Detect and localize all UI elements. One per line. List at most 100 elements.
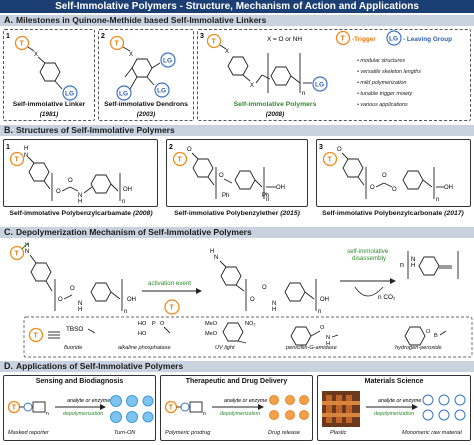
section-d-heading: D.Applications of Self-Immolative Polyme… — [0, 361, 474, 372]
polymer-1-box — [3, 139, 158, 207]
section-c-title: Depolymerization Mechanism of Self-Immol… — [16, 227, 252, 237]
svg-text:MeO: MeO — [205, 331, 218, 337]
legend-trigger: T -Trigger — [335, 30, 376, 46]
svg-text:-Trigger: -Trigger — [352, 36, 376, 43]
bullet-1: • versatile skeleton lengths — [357, 69, 421, 75]
trigger-phosphatase: HO P O HO — [138, 321, 171, 337]
svg-text:T: T — [169, 405, 174, 412]
milestone-2-num: 2 — [101, 33, 105, 40]
plastic-image — [322, 391, 360, 427]
milestone-2-label: Self-immolative Dendrons — [104, 101, 188, 108]
svg-text:n: n — [122, 199, 125, 205]
polymer-2-caption: Self-immolative Polybenzylether (2015) — [163, 210, 311, 217]
section-c-heading: C.Depolymerization Mechanism of Self-Imm… — [0, 227, 474, 238]
svg-text:1: 1 — [6, 144, 10, 151]
section-a-title: Milestones in Quinone-Methide based Self… — [16, 15, 267, 25]
svg-text:MeO: MeO — [205, 321, 218, 327]
svg-text:H: H — [78, 307, 82, 313]
svg-text:LG: LG — [157, 88, 166, 95]
svg-text:HO: HO — [138, 321, 147, 327]
trigger-amidase: O N H — [290, 325, 339, 347]
polymer-1-year: (2008) — [132, 210, 153, 217]
svg-text:N: N — [411, 257, 415, 263]
polymer-3-year: (2017) — [444, 210, 464, 217]
x-definition: X = O or NH — [267, 36, 302, 43]
milestone-3-label: Self-immolative Polymers — [233, 101, 317, 108]
card-therapeutic-title: Therapeutic and Drug Delivery — [185, 378, 288, 385]
polymer-2-box — [166, 139, 308, 207]
section-b-letter: B. — [4, 125, 13, 135]
polymer-1-label: Self-immolative Polybenzylcarbamate — [9, 210, 132, 217]
svg-text:O: O — [68, 178, 73, 184]
svg-text:X: X — [34, 52, 38, 58]
card-materials-left-caption: Plastic — [330, 430, 347, 436]
svg-text:T: T — [12, 405, 17, 412]
disassembly-label-1: self-immolative — [347, 248, 389, 255]
card-sensing-title: Sensing and Biodiagnosis — [35, 378, 124, 385]
svg-text:O: O — [320, 325, 325, 331]
trigger-label-fluoride: fluoride — [64, 345, 83, 351]
svg-text:T: T — [15, 251, 20, 258]
trigger-uv-light: MeO MeO NO₂ — [205, 321, 256, 344]
svg-text:TBSO: TBSO — [66, 326, 83, 333]
polymer-3-box — [316, 139, 471, 207]
card-sensing-right-caption: Turn-ON — [114, 430, 136, 436]
svg-text:O: O — [70, 286, 75, 292]
dendron-structure: T X LG LG LG — [109, 35, 176, 101]
starting-polymer: T H N O O N H n OH — [9, 242, 136, 315]
milestone-1-label: Self-immolative Linker — [12, 101, 86, 108]
svg-text:H: H — [24, 146, 28, 152]
application-card-sensing — [3, 375, 156, 441]
svg-text:N: N — [326, 335, 330, 341]
milestone-3-num: 3 — [200, 33, 204, 40]
svg-text:N: N — [78, 193, 82, 199]
svg-text:3: 3 — [319, 144, 323, 151]
svg-text:OH: OH — [320, 297, 329, 303]
section-b-title: Structures of Self-Immolative Polymers — [16, 125, 175, 135]
milestone-3-year: (2008) — [265, 111, 285, 118]
polybenzylether-structure: 2 T O O Ph n Ph OH — [169, 144, 285, 203]
application-card-therapeutic — [160, 375, 313, 441]
svg-text:O: O — [160, 321, 165, 327]
svg-text:depolymerization: depolymerization — [63, 411, 103, 417]
svg-text:n: n — [318, 309, 321, 315]
svg-text:O: O — [56, 189, 61, 195]
milestone-1-box — [3, 29, 95, 121]
bullet-3: • tunable trigger moiety — [357, 91, 413, 97]
monomer-icon — [422, 394, 466, 421]
activation-label: activation event — [148, 280, 191, 287]
polybenzylcarbamate-structure: 1 T H N O O N H n OH — [6, 144, 132, 205]
svg-text:n: n — [203, 411, 206, 417]
section-a-letter: A. — [4, 15, 13, 25]
trigger-label-amidase: penicillin-G-amidase — [286, 345, 337, 351]
section-d-letter: D. — [4, 361, 13, 371]
trigger-fluoride: TBSO — [66, 326, 96, 334]
masked-reporter-icon: T n — [7, 400, 49, 417]
svg-text:N: N — [24, 153, 28, 159]
activated-polymer: H N O O N H n OH — [210, 249, 329, 315]
svg-text:T: T — [341, 36, 346, 43]
svg-text:Ph: Ph — [262, 193, 269, 199]
svg-text:X: X — [225, 49, 229, 55]
milestone-2-year: (2003) — [136, 111, 156, 118]
trigger-peroxide: O B — [404, 326, 447, 346]
section-d: Sensing and Biodiagnosis Therapeutic and… — [0, 373, 474, 445]
turn-on-icon — [110, 395, 154, 423]
section-c: T H N O O N H n OH activation event T — [0, 239, 474, 359]
svg-text:P: P — [152, 321, 156, 327]
svg-text:NO₂: NO₂ — [245, 321, 256, 327]
co2-label: n CO₂ — [378, 294, 396, 301]
disassembly-label-2: disassembly — [352, 255, 387, 262]
svg-text:O: O — [58, 297, 63, 303]
svg-text:n: n — [124, 309, 127, 315]
svg-text:T: T — [178, 157, 183, 164]
polybenzylcarbonate-structure: 3 T O O O O n OH — [319, 144, 453, 203]
svg-text:LG: LG — [389, 36, 398, 43]
svg-text:OH: OH — [123, 187, 132, 193]
svg-text:T: T — [328, 157, 333, 164]
svg-text:n: n — [46, 411, 49, 417]
section-a-structures: 1 2 3 T X LG T X LG LG — [6, 30, 452, 101]
polymer-1-caption: Self-immolative Polybenzylcarbamate (200… — [0, 210, 162, 217]
svg-text:LG: LG — [119, 91, 128, 98]
card-therapeutic-left-caption: Polymeric prodrug — [165, 430, 211, 436]
